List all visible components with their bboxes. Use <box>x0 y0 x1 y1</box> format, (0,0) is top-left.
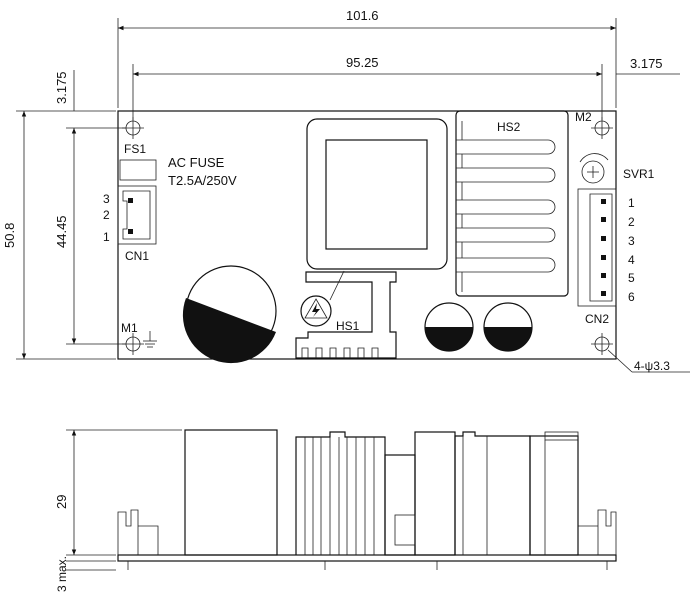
fuse-name-label: AC FUSE <box>168 155 225 170</box>
ground-symbol-icon <box>143 331 157 348</box>
hole-spacing-height-dimension: 44.45 <box>54 215 69 248</box>
fuse-ref-label: FS1 <box>124 142 146 156</box>
input-pin-2-label: 2 <box>103 208 110 222</box>
input-connector <box>117 185 157 245</box>
overall-height-dimension: 50.8 <box>2 223 17 248</box>
output-pin-6-label: 6 <box>628 290 635 304</box>
heatsink-1 <box>295 271 397 359</box>
side-height-dimension: 29 <box>54 495 69 509</box>
trimmer-potentiometer-icon <box>579 153 609 184</box>
dimension-lines: 101.6 95.25 3.175 50.8 44.45 3.175 4-ψ3.… <box>2 8 690 373</box>
heatsink-2 <box>455 110 569 297</box>
mounting-hole-bottom-right <box>591 333 613 355</box>
input-pin-3-label: 3 <box>103 192 110 206</box>
output-pin-5-label: 5 <box>628 271 635 285</box>
heatsink-2-label: HS2 <box>497 120 521 134</box>
mount-m2-label: M2 <box>575 110 592 124</box>
pin-length-dimension: 3 max. <box>55 556 69 592</box>
transformer <box>306 118 448 270</box>
high-voltage-warning-icon <box>300 295 332 327</box>
side-view <box>117 429 617 570</box>
output-pin-4-label: 4 <box>628 253 635 267</box>
bulk-capacitor <box>182 265 277 364</box>
hole-spacing-width-dimension: 95.25 <box>346 55 379 70</box>
fuse-rating-label: T2.5A/250V <box>168 173 237 188</box>
input-pin-1-label: 1 <box>103 230 110 244</box>
output-pin-1-label: 1 <box>628 196 635 210</box>
fuse-body <box>119 159 157 181</box>
top-offset-dimension: 3.175 <box>54 71 69 104</box>
side-dimension-lines: 29 3 max. <box>54 429 182 592</box>
output-pin-3-label: 3 <box>628 234 635 248</box>
output-capacitor-2 <box>483 302 533 352</box>
overall-width-dimension: 101.6 <box>346 8 379 23</box>
mounting-hole-m2 <box>591 117 613 139</box>
right-offset-dimension: 3.175 <box>630 56 663 71</box>
hole-spec-dimension: 4-ψ3.3 <box>634 359 670 373</box>
mount-m1-label: M1 <box>121 321 138 335</box>
top-view: FS1 AC FUSE T2.5A/250V 3 2 1 CN1 HS1 <box>103 110 655 364</box>
trimmer-label: SVR1 <box>623 167 655 181</box>
input-connector-label: CN1 <box>125 249 149 263</box>
output-connector-label: CN2 <box>585 312 609 326</box>
output-pin-2-label: 2 <box>628 215 635 229</box>
heatsink-1-label: HS1 <box>336 319 360 333</box>
output-connector <box>577 188 617 307</box>
output-capacitor-1 <box>424 302 474 352</box>
